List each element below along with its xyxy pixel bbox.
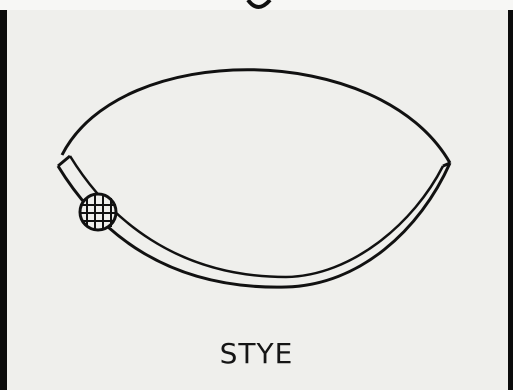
top-fragment xyxy=(248,0,270,7)
lower-eyelid-outer-line xyxy=(58,163,450,287)
upper-eyelid-line xyxy=(62,70,450,163)
lower-eyelid-inner-line xyxy=(70,156,443,277)
diagram-caption: STYE xyxy=(0,340,513,368)
left-canthus-line xyxy=(58,156,70,166)
